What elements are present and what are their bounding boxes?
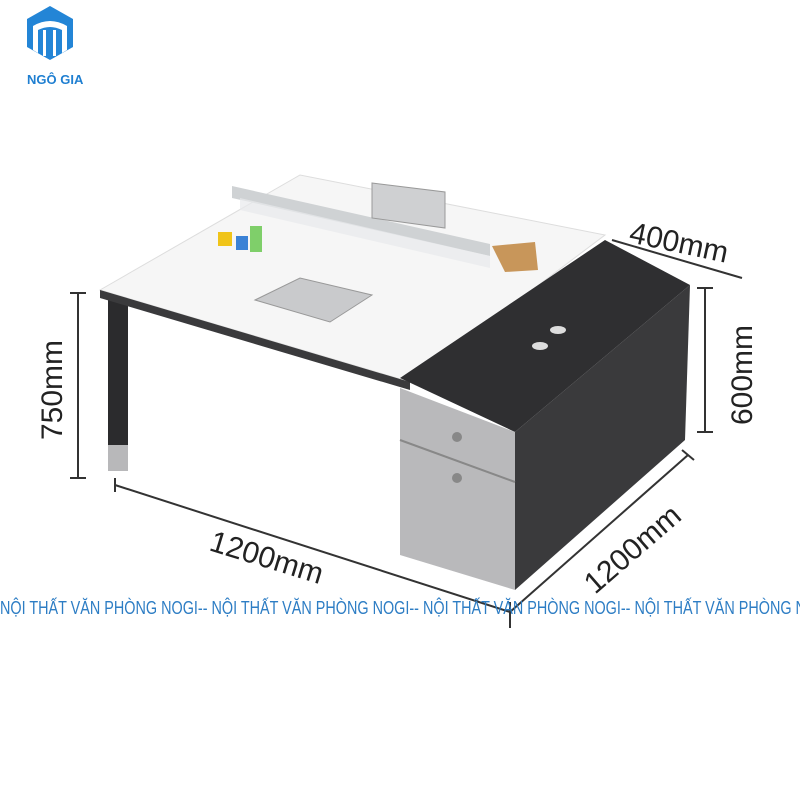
desk-divider [232,186,490,268]
desk-accessories [218,226,538,272]
desk-leg [108,295,128,471]
watermark-text: NỘI THẤT VĂN PHÒNG NOGI-- NỘI THẤT VĂN P… [0,598,800,618]
dimension-lines [70,239,743,628]
laptop-back [371,182,446,229]
width-label: 1200mm [206,525,327,591]
logo-text: NGÔ GIA [27,72,84,87]
laptop-front [253,277,374,323]
ngo-gia-logo: NGÔ GIA [27,6,84,87]
cabinet-height-label: 600mm [726,325,759,425]
height-label: 750mm [36,340,69,440]
side-cabinet [399,240,690,590]
desk-top [98,174,607,390]
